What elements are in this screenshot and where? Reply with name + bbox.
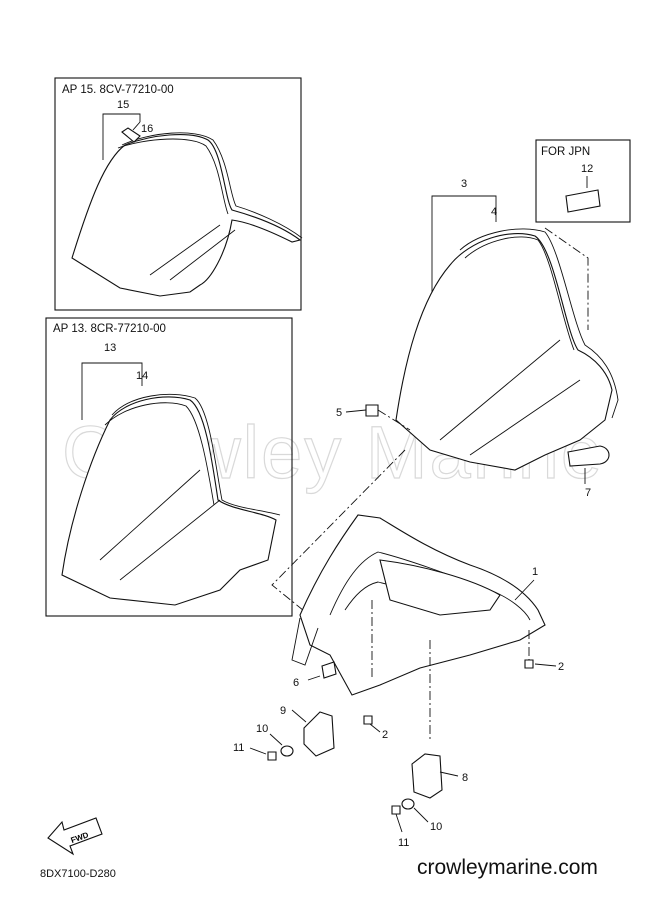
callout-1: 1 (532, 566, 538, 578)
grommet-6[interactable]: 6 (293, 661, 337, 689)
callout-11a: 11 (233, 742, 244, 754)
windshield-main[interactable] (395, 233, 613, 471)
fwd-arrow-icon: FWD (47, 817, 103, 856)
windshield-ap13[interactable] (61, 396, 277, 606)
callout-7: 7 (585, 487, 591, 499)
nut-11b[interactable]: 11 (391, 805, 409, 849)
callout-2b: 2 (382, 729, 388, 741)
ap13-bracket (81, 362, 143, 420)
bolt-5[interactable]: 5 (336, 404, 411, 431)
clip-7[interactable]: 7 (567, 445, 610, 499)
callout-9: 9 (280, 705, 286, 717)
screw-2a[interactable]: 2 (524, 630, 564, 673)
washer-10b[interactable]: 10 (401, 798, 442, 833)
callout-5: 5 (336, 407, 342, 419)
ap13-frame (45, 317, 293, 617)
washer-10a[interactable]: 10 (256, 723, 294, 757)
ap13-label-13: 13 (104, 342, 116, 354)
ap13-box: AP 13. 8CR-77210-00 13 14 (45, 317, 293, 617)
jpn-title: FOR JPN (541, 146, 590, 158)
bracket-8[interactable]: 8 (411, 640, 468, 799)
callout-3: 3 (461, 178, 467, 190)
callout-8: 8 (462, 772, 468, 784)
ap15-label-16: 16 (141, 123, 153, 135)
callout-10a: 10 (256, 723, 268, 735)
site-url[interactable]: crowleymarine.com (417, 856, 598, 879)
callout-11b: 11 (398, 837, 409, 849)
ap15-label-15: 15 (117, 99, 129, 111)
diagram-code: 8DX7100-D280 (40, 868, 116, 880)
decal-12[interactable] (565, 189, 601, 213)
callout-4: 4 (491, 206, 497, 218)
callout-6: 6 (293, 677, 299, 689)
callout-2a: 2 (558, 661, 564, 673)
jpn-label-12: 12 (581, 163, 593, 175)
bracket-9[interactable]: 9 (280, 705, 335, 757)
nut-11a[interactable]: 11 (233, 742, 277, 761)
ap15-bracket (102, 113, 141, 160)
jpn-box: FOR JPN 12 (535, 139, 631, 223)
callout-10b: 10 (430, 821, 442, 833)
ap13-title: AP 13. 8CR-77210-00 (53, 323, 166, 335)
ap15-title: AP 15. 8CV-77210-00 (62, 84, 174, 96)
main-windshield-group: 3 4 (395, 178, 619, 471)
lower-cowl: 1 (271, 449, 546, 696)
ap15-box: AP 15. 8CV-77210-00 15 16 (54, 77, 303, 311)
ap15-frame (54, 77, 302, 311)
jpn-frame (535, 139, 631, 223)
screw-2b[interactable]: 2 (363, 715, 388, 741)
windshield-ap15[interactable] (71, 134, 302, 297)
